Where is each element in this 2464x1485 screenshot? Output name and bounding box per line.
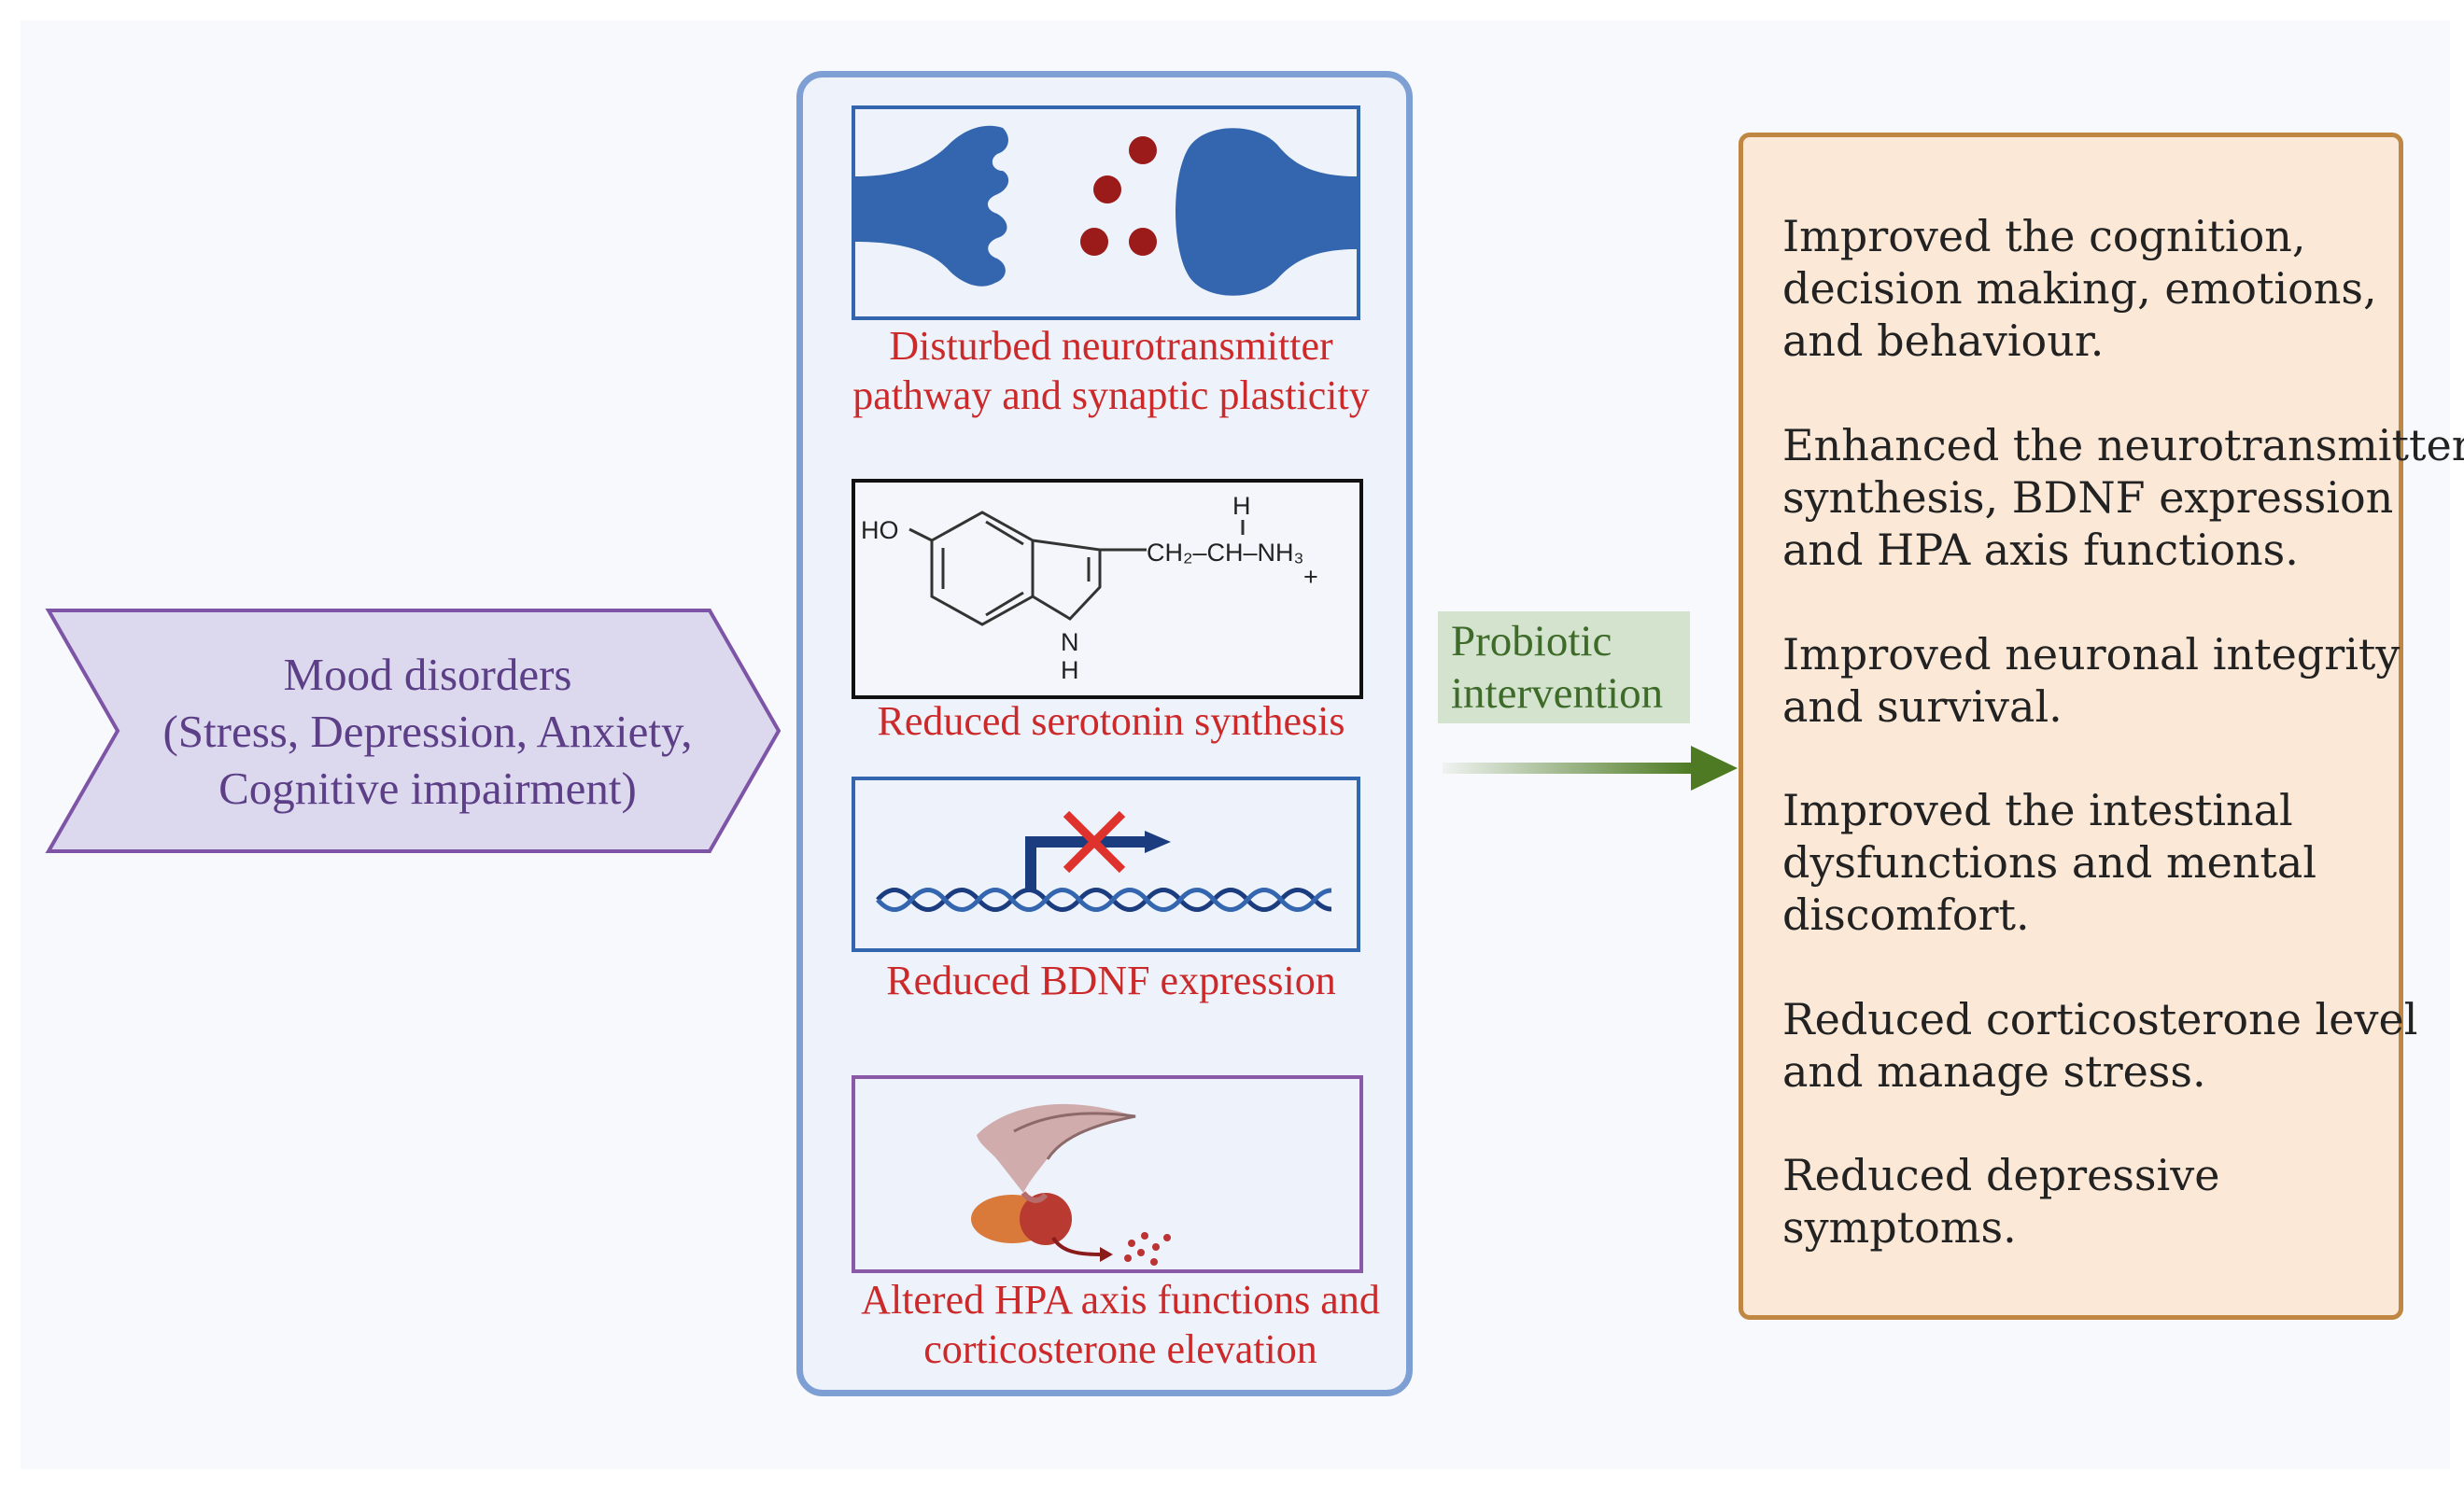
- probiotic-line-2: intervention: [1451, 669, 1664, 718]
- vesicle: [1080, 228, 1108, 256]
- blocked-gene-expression-icon: [876, 810, 1332, 912]
- synapse-box: [852, 105, 1360, 320]
- outcome-3-line-1: Improved neuronal integrity: [1782, 629, 2401, 679]
- probiotic-line-1: Probiotic: [1451, 617, 1612, 665]
- outcome-2: Enhanced the neurotransmitter synthesis,…: [1782, 419, 2464, 576]
- hpa-caption-line-1: Altered HPA axis functions and: [861, 1277, 1380, 1323]
- arrow-right-icon: [1443, 746, 1738, 791]
- outcome-3: Improved neuronal integrity and survival…: [1782, 628, 2401, 733]
- outcome-5: Reduced corticosterone level and manage …: [1782, 993, 2418, 1098]
- outcome-1-line-2: decision making, emotions,: [1782, 263, 2377, 314]
- mood-disorders-text: Mood disorders (Stress, Depression, Anxi…: [101, 607, 754, 855]
- neuro-caption: Disturbed neurotransmitter pathway and s…: [812, 321, 1410, 420]
- vesicle: [1129, 228, 1157, 256]
- ho-label: HO: [861, 516, 899, 544]
- outcomes-box: Improved the cognition, decision making,…: [1739, 133, 2464, 1320]
- mood-line-3: Cognitive impairment): [218, 762, 637, 814]
- vesicle: [1129, 136, 1157, 164]
- mood-line-1: Mood disorders: [283, 648, 572, 700]
- outcome-6-line-2: symptoms.: [1782, 1202, 2017, 1253]
- outcome-2-line-3: and HPA axis functions.: [1782, 525, 2299, 575]
- bdnf-caption: Reduced BDNF expression: [886, 958, 1336, 1003]
- h-top-label: H: [1232, 492, 1251, 520]
- chevron-shape: [45, 609, 781, 853]
- probiotic-intervention-label: Probiotic intervention: [1438, 611, 1690, 723]
- outcome-3-line-2: and survival.: [1782, 681, 2063, 732]
- mood-disorders-chevron: Mood disorders (Stress, Depression, Anxi…: [45, 607, 782, 855]
- serotonin-caption: Reduced serotonin synthesis: [877, 698, 1345, 744]
- h-bottom-label: H: [1061, 656, 1079, 684]
- hpa-box: [852, 1075, 1363, 1273]
- serotonin-structure-icon: HO H CH₂–CH–NH₃ + N H: [861, 492, 1318, 684]
- plus-label: +: [1303, 563, 1318, 591]
- outcome-2-line-1: Enhanced the neurotransmitter: [1782, 420, 2464, 470]
- outcome-4-line-1: Improved the intestinal: [1782, 785, 2293, 835]
- n-label: N: [1061, 628, 1079, 656]
- outcome-6: Reduced depressive symptoms.: [1782, 1149, 2389, 1254]
- outcome-2-line-2: synthesis, BDNF expression: [1782, 472, 2394, 523]
- serotonin-box: HO H CH₂–CH–NH₃ + N H: [852, 479, 1363, 699]
- outcome-1-line-3: and behaviour.: [1782, 315, 2105, 366]
- neuro-caption-line-2: pathway and synaptic plasticity: [852, 372, 1370, 418]
- mood-line-2: (Stress, Depression, Anxiety,: [162, 705, 693, 757]
- vesicle: [1093, 175, 1121, 203]
- bdnf-box: [852, 777, 1360, 952]
- hpa-gland-icon: [971, 1103, 1171, 1266]
- outcome-4-line-2: dysfunctions and mental: [1782, 837, 2317, 888]
- outcome-4: Improved the intestinal dysfunctions and…: [1782, 784, 2389, 941]
- hpa-caption-line-2: corticosterone elevation: [923, 1326, 1317, 1372]
- outcome-1: Improved the cognition, decision making,…: [1782, 210, 2389, 367]
- outcome-5-line-1: Reduced corticosterone level: [1782, 994, 2418, 1044]
- outcome-4-line-3: discomfort.: [1782, 890, 2030, 940]
- neuro-caption-line-1: Disturbed neurotransmitter: [889, 323, 1333, 369]
- outcome-1-line-1: Improved the cognition,: [1782, 211, 2306, 261]
- synapse-icon: [855, 125, 1357, 296]
- hpa-caption: Altered HPA axis functions and corticost…: [812, 1275, 1429, 1374]
- outcome-5-line-2: and manage stress.: [1782, 1046, 2206, 1097]
- outcome-6-line-1: Reduced depressive: [1782, 1150, 2220, 1200]
- side-chain-label: CH₂–CH–NH₃: [1147, 539, 1304, 567]
